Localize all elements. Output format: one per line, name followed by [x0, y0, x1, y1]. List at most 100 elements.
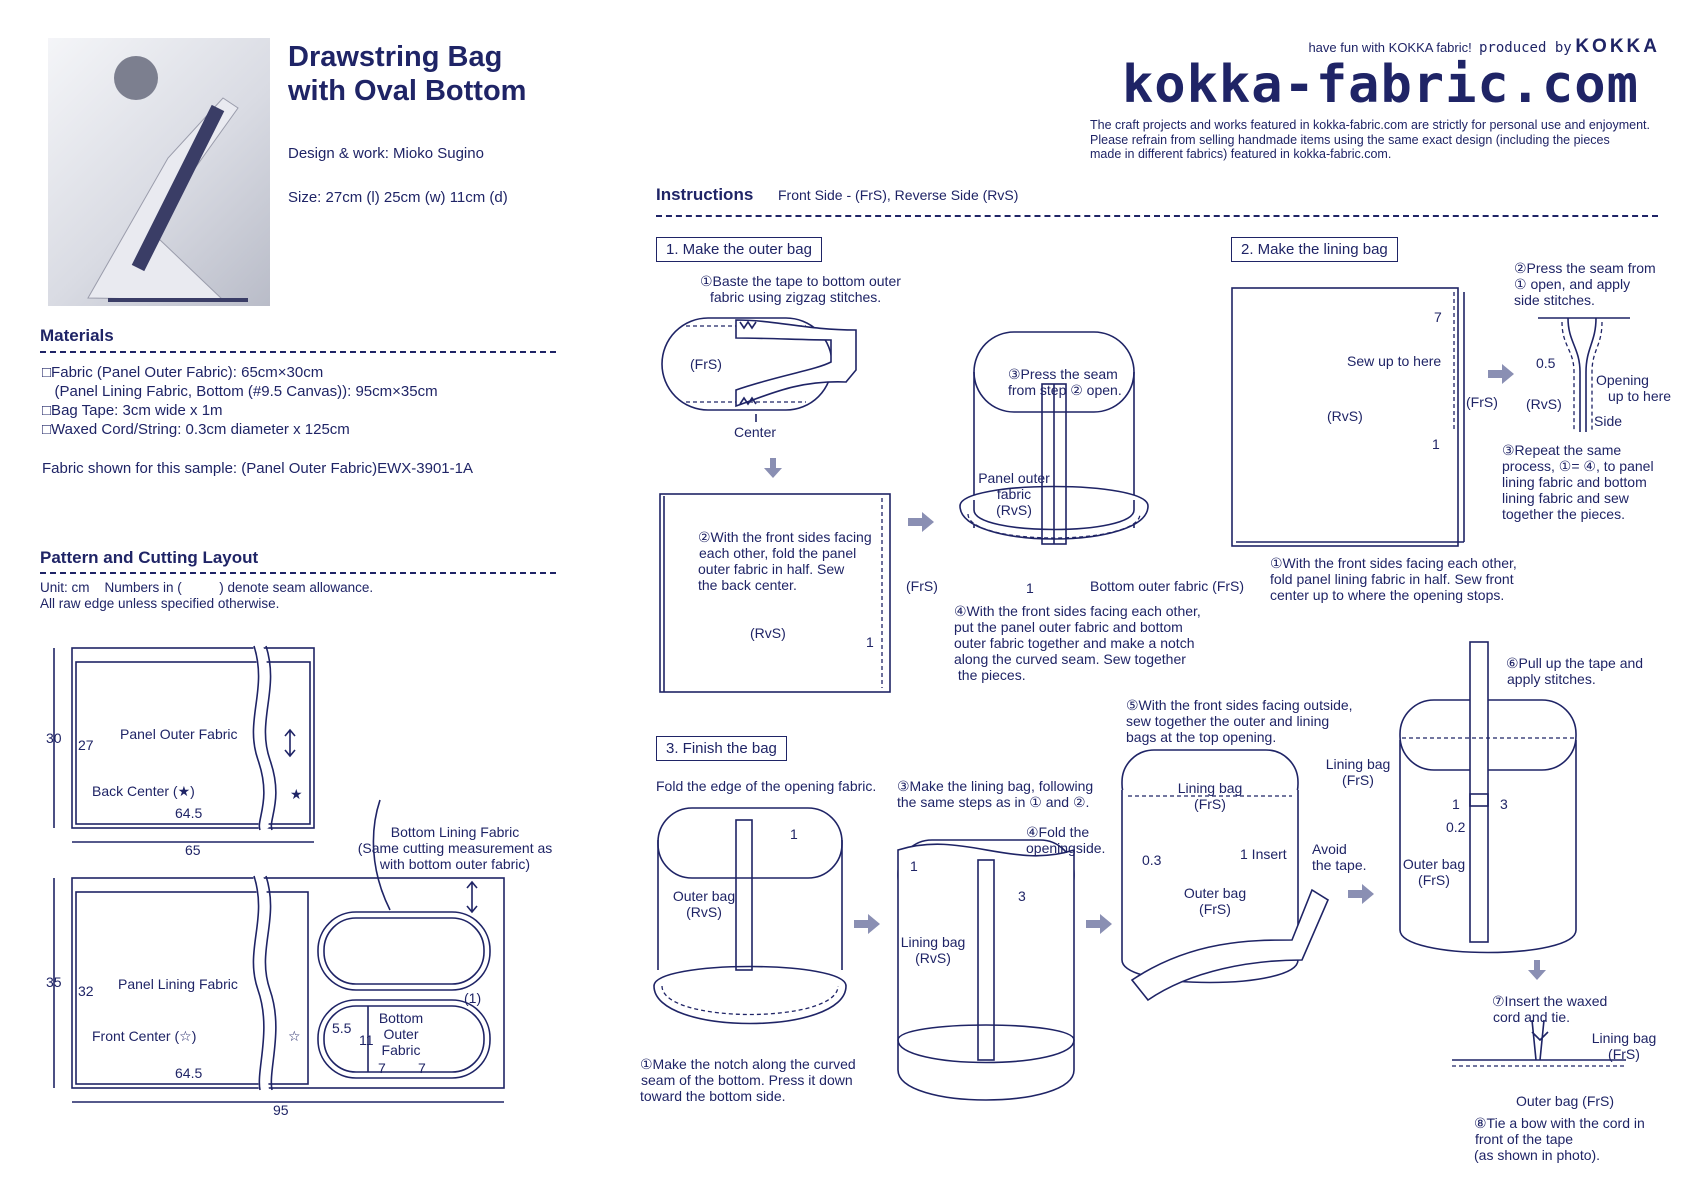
lining-bag-frs-2: Lining bag (FrS) [1318, 756, 1398, 788]
product-photo [48, 38, 270, 306]
text-line: (FrS) [1194, 796, 1226, 812]
text-line: ①Baste the tape to bottom outer [700, 273, 901, 289]
frs-label-2: (FrS) [906, 578, 938, 594]
rvs-label-3: (RvS) [1526, 396, 1562, 412]
text-line: (FrS) [1608, 1046, 1640, 1062]
text-line: from step ② open. [1008, 382, 1122, 398]
step-1-2-text: ②With the front sides facing each other,… [698, 529, 872, 593]
text-line: ②With the front sides facing [698, 529, 872, 545]
frs-label-3: (FrS) [1466, 394, 1498, 410]
materials-heading: Materials [40, 326, 114, 345]
text-line: ③Press the seam [1008, 366, 1118, 382]
text-line: the same steps as in ① and ②. [897, 794, 1090, 810]
step-3-box: 3. Finish the bag [656, 736, 787, 761]
text-line: bags at the top opening. [1126, 729, 1277, 745]
text-line: Outer bag [1402, 856, 1466, 872]
text-line: ⑦Insert the waxed [1492, 993, 1608, 1009]
mark-1: 1 [1432, 436, 1440, 452]
notice-line: The craft projects and works featured in… [1090, 118, 1650, 132]
material-item: (Panel Lining Fabric, Bottom (#9.5 Canva… [42, 383, 438, 400]
text-line: side stitches. [1514, 292, 1595, 308]
back-center-label: Back Center (★) [92, 783, 195, 799]
outer-bag-rvs: Outer bag (RvS) [664, 888, 744, 920]
sample-fabric: Fabric shown for this sample: (Panel Out… [42, 460, 473, 477]
mark-3b: 3 [1500, 796, 1508, 812]
step-2-1-text: ①With the front sides facing each other,… [1270, 555, 1517, 603]
cutting-layout-diagram [53, 644, 505, 1103]
material-item: □Fabric (Panel Outer Fabric): 65cm×30cm [42, 364, 324, 381]
usage-notice: The craft projects and works featured in… [1090, 118, 1650, 162]
instructions-rule [656, 215, 1658, 217]
text-line: Opening [1596, 372, 1649, 388]
outer-bag-frs-2: Outer bag (FrS) [1394, 856, 1474, 888]
step-2-box: 2. Make the lining bag [1231, 237, 1398, 262]
seam-1d: 1 [910, 858, 918, 874]
bottom-lining-line: with bottom outer fabric) [379, 856, 531, 872]
outer-bag-frs-3: Outer bag (FrS) [1516, 1093, 1615, 1109]
bottom-outer-line: Outer [383, 1026, 419, 1042]
text-line: ④With the front sides facing each other, [954, 603, 1201, 619]
front-center-label: Front Center (☆) [92, 1028, 197, 1044]
bottom-outer-label: Bottom Outer Fabric [372, 1010, 430, 1058]
text-line: (RvS) [915, 950, 951, 966]
mark-3: 3 [1018, 888, 1026, 904]
text-line: ①Make the notch along the curved [640, 1056, 856, 1072]
text-line: Avoid [1312, 841, 1347, 857]
text-line: sew together the outer and lining [1126, 713, 1330, 729]
text-line: openingside. [1026, 840, 1106, 856]
text-line: ⑤With the front sides facing outside, [1126, 697, 1353, 713]
step-3-5-text: ⑤With the front sides facing outside, se… [1126, 697, 1353, 745]
lining-inner-width: 64.5 [175, 1065, 203, 1081]
step-2-diagrams [1231, 287, 1630, 547]
insert-label: 1 Insert [1240, 846, 1287, 862]
text-line: Outer bag [672, 888, 736, 904]
material-item: □Bag Tape: 3cm wide x 1m [42, 402, 223, 419]
text-line: outer fabric together and make a notch [954, 635, 1195, 651]
step-1-4-text: ④With the front sides facing each other,… [954, 603, 1201, 683]
seam-1: 1 [866, 634, 874, 650]
text-line: Lining bag [1325, 756, 1391, 772]
text-line: ⑧Tie a bow with the cord in [1474, 1115, 1645, 1131]
step-1-box: 1. Make the outer bag [656, 237, 822, 262]
text-line: apply stitches. [1507, 671, 1596, 687]
text-line: the back center. [698, 577, 797, 593]
pattern-rule [40, 572, 556, 574]
dim-0-3: 0.3 [1142, 852, 1162, 868]
lining-fabric-label: Panel Lining Fabric [118, 976, 238, 992]
pattern-unit: Unit: cm Numbers in ( ) denote seam allo… [40, 580, 374, 595]
lining-width: 95 [273, 1102, 289, 1118]
text-line: toward the bottom side. [640, 1088, 786, 1104]
text-line: the tape. [1312, 857, 1367, 873]
rvs-label: (RvS) [750, 625, 786, 641]
pattern-heading: Pattern and Cutting Layout [40, 548, 259, 567]
material-item: □Waxed Cord/String: 0.3cm diameter x 125… [42, 421, 350, 438]
page-title: Drawstring Bag with Oval Bottom [288, 40, 526, 108]
tagline-row: have fun with KOKKA fabric! produced by … [1308, 36, 1660, 58]
star-mark: ★ [290, 786, 303, 802]
text-line: put the panel outer fabric and bottom [954, 619, 1183, 635]
outer-height: 30 [46, 730, 62, 746]
outer-bag-frs: Outer bag (FrS) [1175, 885, 1255, 917]
site-logo: kokka-fabric.com [1122, 55, 1639, 115]
text-line: the pieces. [954, 667, 1026, 683]
lining-inner-height: 32 [78, 983, 94, 999]
title-line-1: Drawstring Bag [288, 41, 503, 73]
text-line: ①With the front sides facing each other, [1270, 555, 1517, 571]
text-line: ③Repeat the same [1502, 442, 1622, 458]
dim-0-5: 0.5 [1536, 355, 1556, 371]
seam-1b: 1 [1026, 580, 1034, 596]
dim-11: 11 [359, 1032, 374, 1048]
text-line: together the pieces. [1502, 506, 1625, 522]
seam-allowance-1: (1) [464, 990, 482, 1006]
fold-edge-text: Fold the edge of the opening fabric. [656, 778, 877, 794]
mark-7: 7 [1434, 309, 1442, 325]
text-line: fabric using zigzag stitches. [710, 289, 882, 305]
step-2-3-text: ③Repeat the same process, ①= ④, to panel… [1502, 442, 1654, 522]
seam-1e: 1 [1452, 796, 1460, 812]
opening-label: Opening up to here [1596, 372, 1671, 404]
text-line: each other, fold the panel [699, 545, 857, 561]
panel-outer-label: Panel outer fabric (RvS) [974, 470, 1054, 518]
text-line: fabric [996, 486, 1032, 502]
materials-list: □Fabric (Panel Outer Fabric): 65cm×30cm … [42, 363, 438, 439]
bottom-outer-frs: Bottom outer fabric (FrS) [1090, 578, 1245, 594]
